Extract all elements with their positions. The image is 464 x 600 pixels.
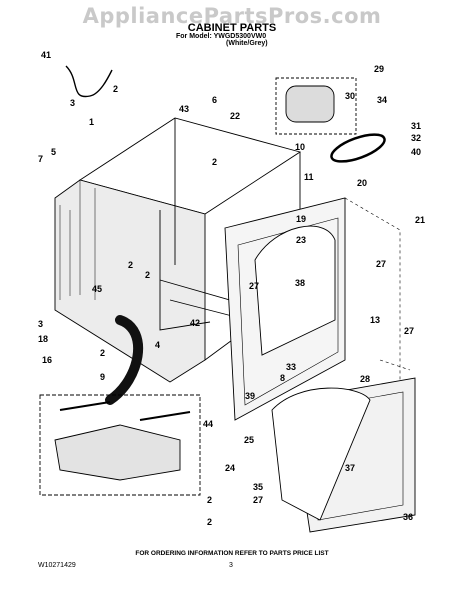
callout-label: 27 [376, 259, 386, 269]
callout-label: 20 [357, 178, 367, 188]
callout-label: 5 [51, 147, 56, 157]
callout-label: 22 [230, 111, 240, 121]
cabinet-drawing [39, 65, 416, 533]
ordering-info: FOR ORDERING INFORMATION REFER TO PARTS … [135, 550, 329, 557]
callout-label: 38 [295, 278, 305, 288]
watermark: AppliancePartsPros.com [82, 4, 382, 28]
callout-label: 28 [360, 374, 370, 384]
callout-labels: 41 3 1 2 43 5 7 2 6 22 29 30 34 31 32 40… [38, 50, 425, 527]
callout-label: 2 [207, 517, 212, 527]
callout-label: 8 [280, 373, 285, 383]
callout-label: 36 [403, 512, 413, 522]
callout-label: 21 [415, 215, 425, 225]
callout-label: 25 [244, 435, 254, 445]
callout-label: 19 [296, 214, 306, 224]
callout-label: 4 [155, 340, 160, 350]
callout-label: 37 [345, 463, 355, 473]
model-line: For Model: YWGD5300VW0 [176, 33, 267, 40]
callout-label: 16 [42, 355, 52, 365]
callout-label: 44 [203, 419, 213, 429]
callout-label: 35 [253, 482, 263, 492]
callout-label: 2 [128, 260, 133, 270]
callout-label: 7 [38, 154, 43, 164]
callout-label: 23 [296, 235, 306, 245]
callout-label: 27 [404, 326, 414, 336]
callout-label: 41 [41, 50, 51, 60]
callout-label: 1 [89, 117, 94, 127]
callout-label: 2 [145, 270, 150, 280]
callout-label: 6 [212, 95, 217, 105]
page-number: 3 [229, 562, 233, 569]
callout-label: 33 [286, 362, 296, 372]
callout-label: 2 [100, 348, 105, 358]
callout-label: 31 [411, 121, 421, 131]
callout-label: 42 [190, 318, 200, 328]
callout-label: 18 [38, 334, 48, 344]
callout-label: 40 [411, 147, 421, 157]
callout-label: 3 [70, 98, 75, 108]
callout-label: 13 [370, 315, 380, 325]
callout-label: 45 [92, 284, 102, 294]
document-number: W10271429 [38, 562, 76, 569]
callout-label: 34 [377, 95, 387, 105]
color-line: (White/Grey) [226, 40, 268, 47]
callout-label: 32 [411, 133, 421, 143]
callout-label: 30 [345, 91, 355, 101]
callout-label: 2 [212, 157, 217, 167]
page-title: CABINET PARTS [187, 22, 277, 34]
callout-label: 43 [179, 104, 189, 114]
callout-label: 10 [295, 142, 305, 152]
callout-label: 27 [253, 495, 263, 505]
callout-label: 27 [249, 281, 259, 291]
callout-label: 2 [207, 495, 212, 505]
callout-label: 9 [100, 372, 105, 382]
callout-label: 11 [304, 172, 314, 182]
callout-label: 24 [225, 463, 235, 473]
callout-label: 29 [374, 64, 384, 74]
callout-label: 39 [245, 391, 255, 401]
callout-label: 3 [38, 319, 43, 329]
callout-label: 2 [113, 84, 118, 94]
